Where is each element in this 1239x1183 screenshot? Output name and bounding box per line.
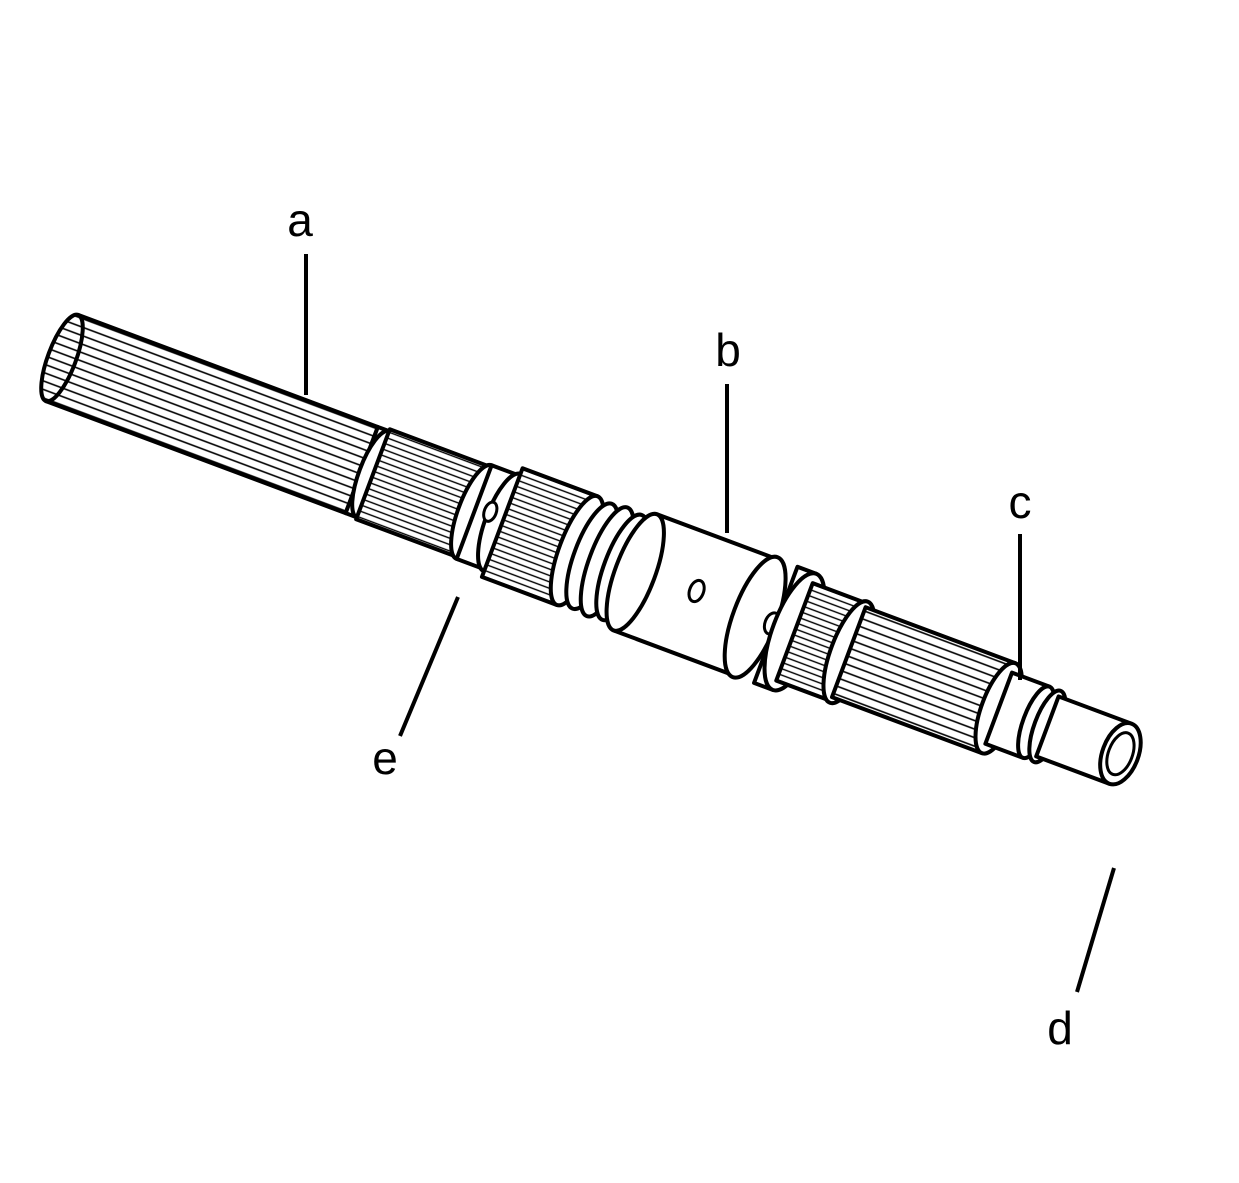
callout-b: b [715,324,741,376]
oil-hole-2 [687,578,706,604]
shaft [39,312,1143,787]
oil-hole-1 [482,500,499,523]
callout-c: c [1009,476,1032,528]
callout-d: d [1047,1002,1073,1054]
segment-b-journal [604,511,788,680]
leader-e [398,596,460,737]
callout-e: e [372,732,398,784]
segment-a-splined-end [39,312,380,516]
leader-d [1075,867,1116,993]
callout-a: a [287,194,313,246]
leader-lines [304,254,1116,993]
segment-d-pilot-end [1034,694,1143,787]
